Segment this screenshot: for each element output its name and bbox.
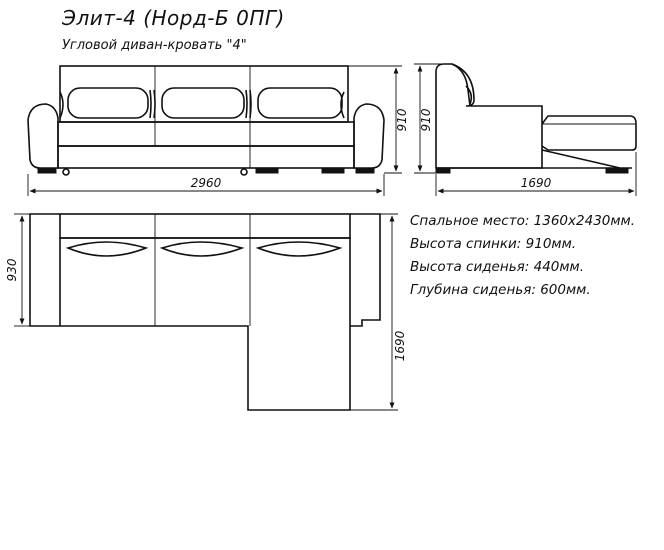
front-wheel <box>62 168 70 176</box>
drawing-subtitle: Угловой диван-кровать "4" <box>62 38 247 53</box>
front-cushion-separator <box>149 89 156 119</box>
front-cushion-separator <box>340 91 345 119</box>
front-right-armrest <box>353 103 385 169</box>
spec-seat-height: Высота сиденья: 440мм. <box>410 259 585 275</box>
front-back-cushion <box>257 87 343 119</box>
side-chaise-support <box>541 149 621 169</box>
side-body <box>435 63 543 169</box>
dim-side-height: 910 <box>419 108 433 131</box>
front-wheel <box>240 168 248 176</box>
top-left-armrest <box>29 213 60 327</box>
spec-back-height: Высота спинки: 910мм. <box>410 236 577 252</box>
top-seat-outline <box>59 237 351 411</box>
dim-top-depth: 930 <box>5 258 19 281</box>
front-foot <box>355 167 375 174</box>
front-foot <box>37 167 57 174</box>
dim-side-depth: 1690 <box>521 176 552 190</box>
spec-seat-depth: Глубина сиденья: 600мм. <box>410 282 591 298</box>
dim-top-chaise: 1690 <box>393 330 407 361</box>
side-chaise <box>541 115 637 151</box>
drawing-title: Элит-4 (Норд-Б 0ПГ) <box>62 6 285 30</box>
front-foot <box>321 167 345 174</box>
front-base <box>57 145 355 169</box>
side-view: 1690 910 <box>414 63 637 196</box>
top-cushion-shape <box>255 241 343 257</box>
front-back-cushion <box>161 87 245 119</box>
spec-sleeping-area: Спальное место: 1360х2430мм. <box>410 213 636 229</box>
specs-list: Спальное место: 1360х2430мм. Высота спин… <box>410 210 635 302</box>
side-back-cushion <box>451 63 475 107</box>
side-foot <box>435 167 451 174</box>
front-back-frame <box>59 65 349 123</box>
top-view: 930 1690 <box>5 213 407 411</box>
front-seat <box>57 121 355 147</box>
dim-front-height: 910 <box>395 108 409 131</box>
side-cushion-fold <box>465 85 473 105</box>
front-view: 2960 910 <box>27 65 409 196</box>
front-foot <box>255 167 279 174</box>
front-back-cushion <box>67 87 149 119</box>
top-cushion-shape <box>65 241 149 257</box>
front-cushion-separator <box>245 89 252 119</box>
top-back-strip <box>59 213 351 239</box>
top-cushion-shape <box>159 241 245 257</box>
dim-front-width: 2960 <box>191 176 222 190</box>
front-cushion-separator <box>59 91 64 119</box>
front-left-armrest <box>27 103 59 169</box>
side-foot <box>605 167 629 174</box>
top-right-armrest <box>350 213 381 327</box>
